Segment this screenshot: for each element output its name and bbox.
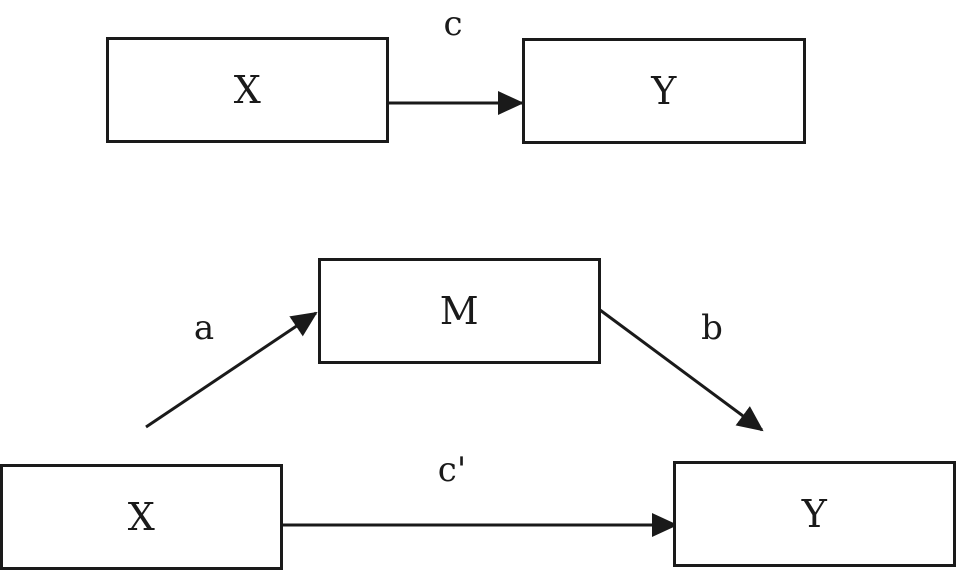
node-y-total-effect: Y	[522, 38, 806, 144]
path-label-b: b	[701, 308, 723, 348]
node-x-label: X	[233, 68, 262, 112]
edge-a-x-to-m	[145, 311, 318, 429]
node-x-mediation: X	[0, 464, 283, 570]
node-y-label: Y	[651, 69, 677, 113]
node-y-label: Y	[801, 492, 828, 536]
node-x-label: X	[127, 495, 156, 539]
node-m-label: M	[439, 289, 480, 333]
node-y-mediation: Y	[673, 461, 956, 567]
edge-b-m-to-y	[599, 308, 764, 432]
path-label-c-prime: c'	[437, 450, 467, 490]
path-label-a: a	[193, 308, 215, 348]
node-x-total-effect: X	[106, 37, 389, 143]
node-m-mediator: M	[318, 258, 601, 364]
path-label-c: c	[443, 4, 463, 44]
